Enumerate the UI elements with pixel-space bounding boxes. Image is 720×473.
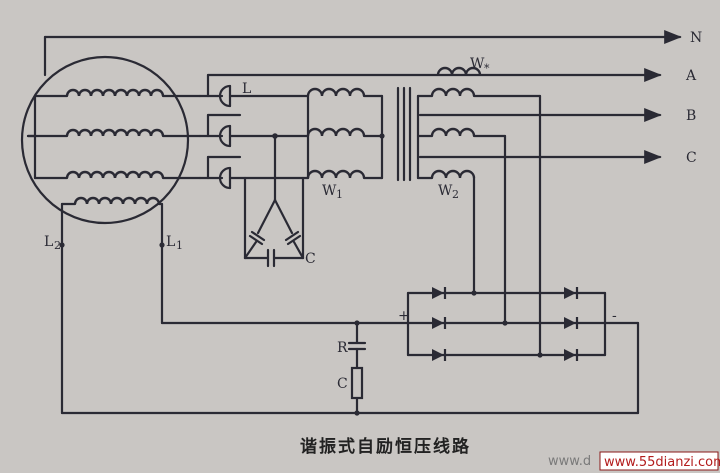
- secondary-winding-W2: [416, 87, 542, 260]
- generator-stator-coil-1: [33, 88, 202, 98]
- label-W-star: W: [470, 56, 485, 72]
- capacitor-bank-delta: [243, 133, 305, 268]
- diode-2: [430, 315, 447, 331]
- label-plus: +: [398, 308, 410, 324]
- watermark-prefix: www.d: [548, 454, 591, 469]
- label-A: A: [685, 68, 697, 84]
- rc-filter: [347, 320, 367, 416]
- label-capacitor-C: C: [305, 251, 316, 267]
- transformer-core: [396, 86, 412, 182]
- generator-stator-coil-3: [33, 170, 202, 180]
- label-L: L: [242, 81, 251, 97]
- label-W1: W: [322, 183, 337, 199]
- label-B: B: [686, 108, 696, 124]
- label-N: N: [690, 30, 702, 46]
- label-W2: W: [438, 183, 453, 199]
- reactor-L-phase-A: [198, 73, 232, 108]
- excitation-winding: [60, 196, 164, 247]
- watermark-box: [599, 451, 719, 471]
- label-W2-sub: 2: [452, 188, 459, 201]
- label-C-output: C: [686, 150, 697, 166]
- reactor-L-phase-B: [198, 113, 232, 148]
- diode-1: [430, 285, 447, 301]
- label-minus: -: [612, 308, 617, 324]
- label-L2: L: [44, 234, 53, 250]
- label-W-star-sub: *: [484, 62, 490, 75]
- diode-3: [430, 347, 447, 363]
- label-C-filter: C: [337, 376, 348, 392]
- label-R: R: [337, 340, 348, 356]
- label-L2-sub: 2: [54, 239, 61, 252]
- winding-W-star: [436, 66, 482, 76]
- generator-circle: [20, 55, 190, 225]
- label-L1-sub: 1: [176, 239, 183, 252]
- label-W1-sub: 1: [336, 188, 343, 201]
- watermark-site: www.55dianzi.com: [604, 455, 720, 470]
- generator-stator-coil-2: [26, 128, 202, 138]
- diode-6: [562, 347, 579, 363]
- diagram-caption: 谐振式自励恒压线路: [300, 436, 471, 457]
- reactor-L-phase-C: [198, 155, 232, 190]
- primary-winding-W1: [306, 87, 385, 180]
- label-L1: L: [166, 234, 175, 250]
- diode-5: [562, 315, 579, 331]
- bridge-rectifier: [406, 285, 607, 363]
- diode-4: [562, 285, 579, 301]
